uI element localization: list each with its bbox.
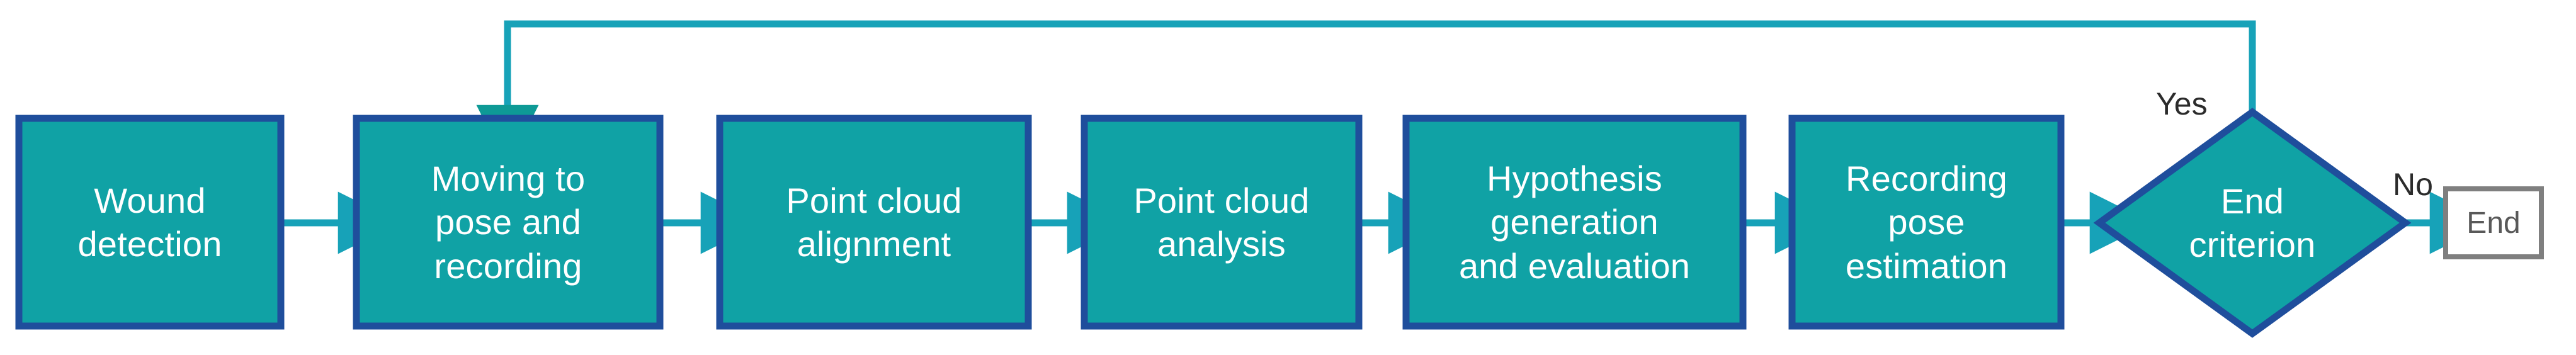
node-end-terminal[interactable]	[2443, 186, 2544, 259]
node-moving-to-pose[interactable]	[353, 115, 664, 330]
node-point-cloud-alignment[interactable]	[716, 115, 1032, 330]
node-point-cloud-analysis[interactable]	[1081, 115, 1363, 330]
node-end-criterion[interactable]	[2093, 108, 2412, 338]
edge-label-no: No	[2393, 167, 2433, 202]
connector-feedback-loop-yes	[476, 20, 2256, 167]
edge-label-yes: Yes	[2156, 86, 2208, 121]
node-recording-pose[interactable]	[1788, 115, 2065, 330]
node-label-end-terminal: End	[2466, 206, 2521, 240]
node-wound-detection[interactable]	[15, 115, 285, 330]
node-hypothesis-generation[interactable]	[1402, 115, 1747, 330]
